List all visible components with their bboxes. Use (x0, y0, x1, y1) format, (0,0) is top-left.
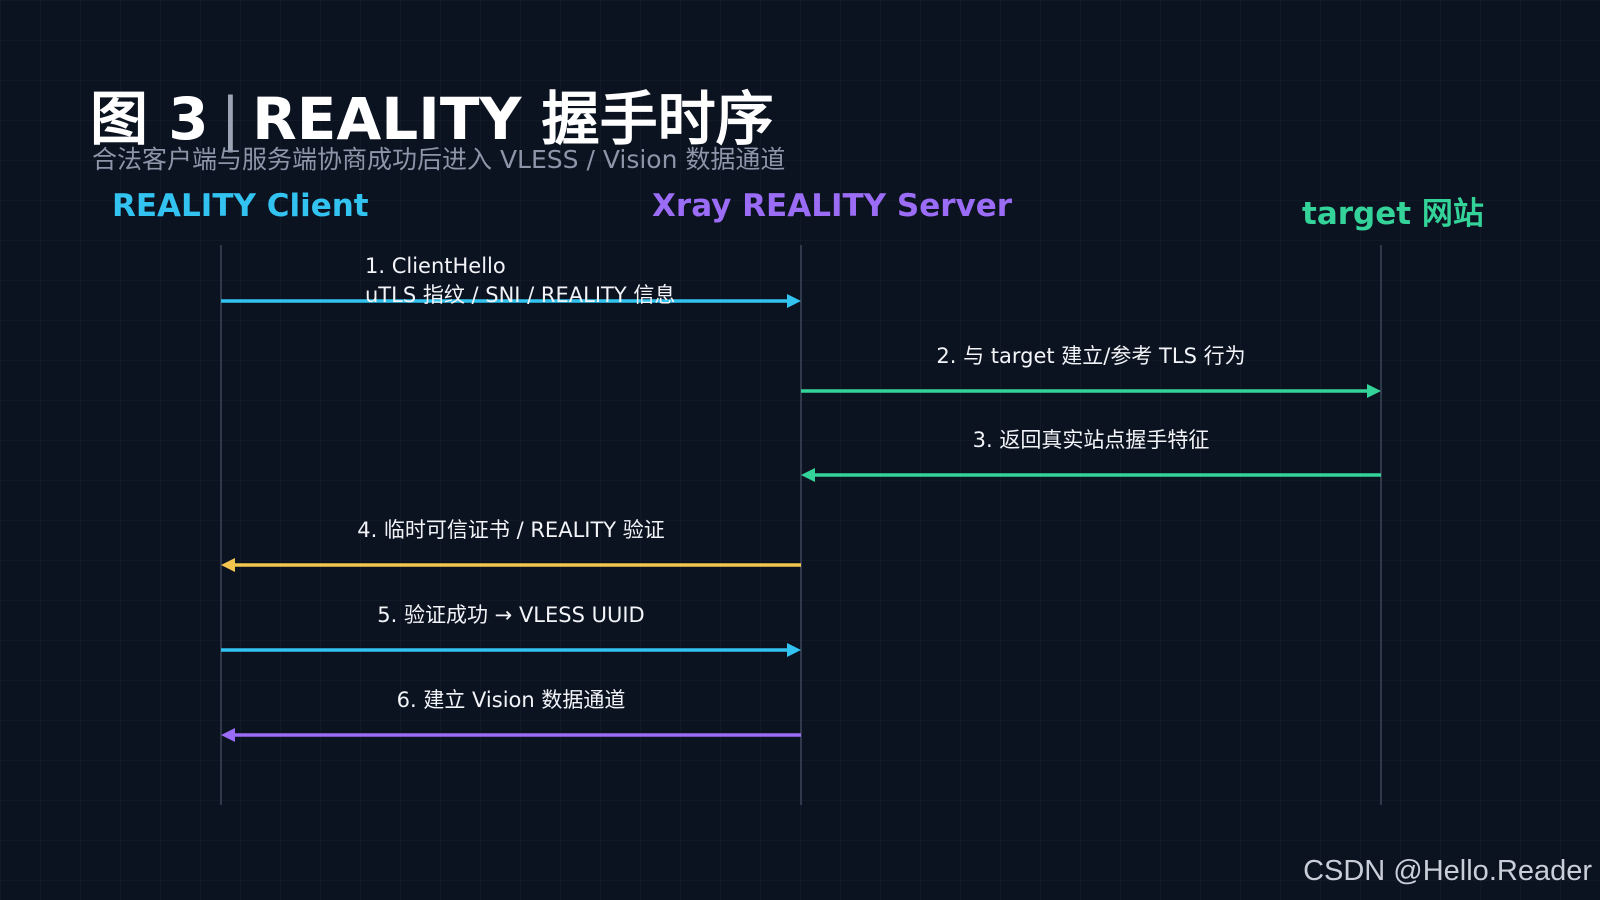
message-arrowhead-2 (1367, 384, 1381, 398)
title-prefix: 图 3 (90, 85, 209, 153)
title-main: REALITY 握手时序 (252, 85, 774, 153)
title-separator: | (220, 85, 241, 153)
message-label-5-line-1: 5. 验证成功 → VLESS UUID (377, 603, 644, 627)
page-subtitle: 合法客户端与服务端协商成功后进入 VLESS / Vision 数据通道 (92, 145, 786, 174)
message-label-2-line-1: 2. 与 target 建立/参考 TLS 行为 (936, 344, 1245, 368)
message-label-6-line-1: 6. 建立 Vision 数据通道 (397, 688, 626, 712)
actor-client-label: REALITY Client (112, 188, 369, 224)
message-arrowhead-3 (801, 468, 815, 482)
message-arrowhead-1 (787, 294, 801, 308)
message-label-1-line-2: uTLS 指纹 / SNI / REALITY 信息 (365, 283, 675, 307)
message-arrowhead-4 (221, 558, 235, 572)
message-label-1-line-1: 1. ClientHello (365, 254, 506, 278)
watermark: CSDN @Hello.Reader (1303, 855, 1592, 887)
message-label-3-line-1: 3. 返回真实站点握手特征 (973, 428, 1210, 452)
message-arrowhead-6 (221, 728, 235, 742)
actor-target-label: target 网站 (1302, 196, 1484, 232)
actor-server-label: Xray REALITY Server (652, 188, 1013, 224)
page-title: 图 3|REALITY 握手时序 (90, 72, 774, 156)
message-arrowhead-5 (787, 643, 801, 657)
message-label-4-line-1: 4. 临时可信证书 / REALITY 验证 (357, 518, 665, 542)
